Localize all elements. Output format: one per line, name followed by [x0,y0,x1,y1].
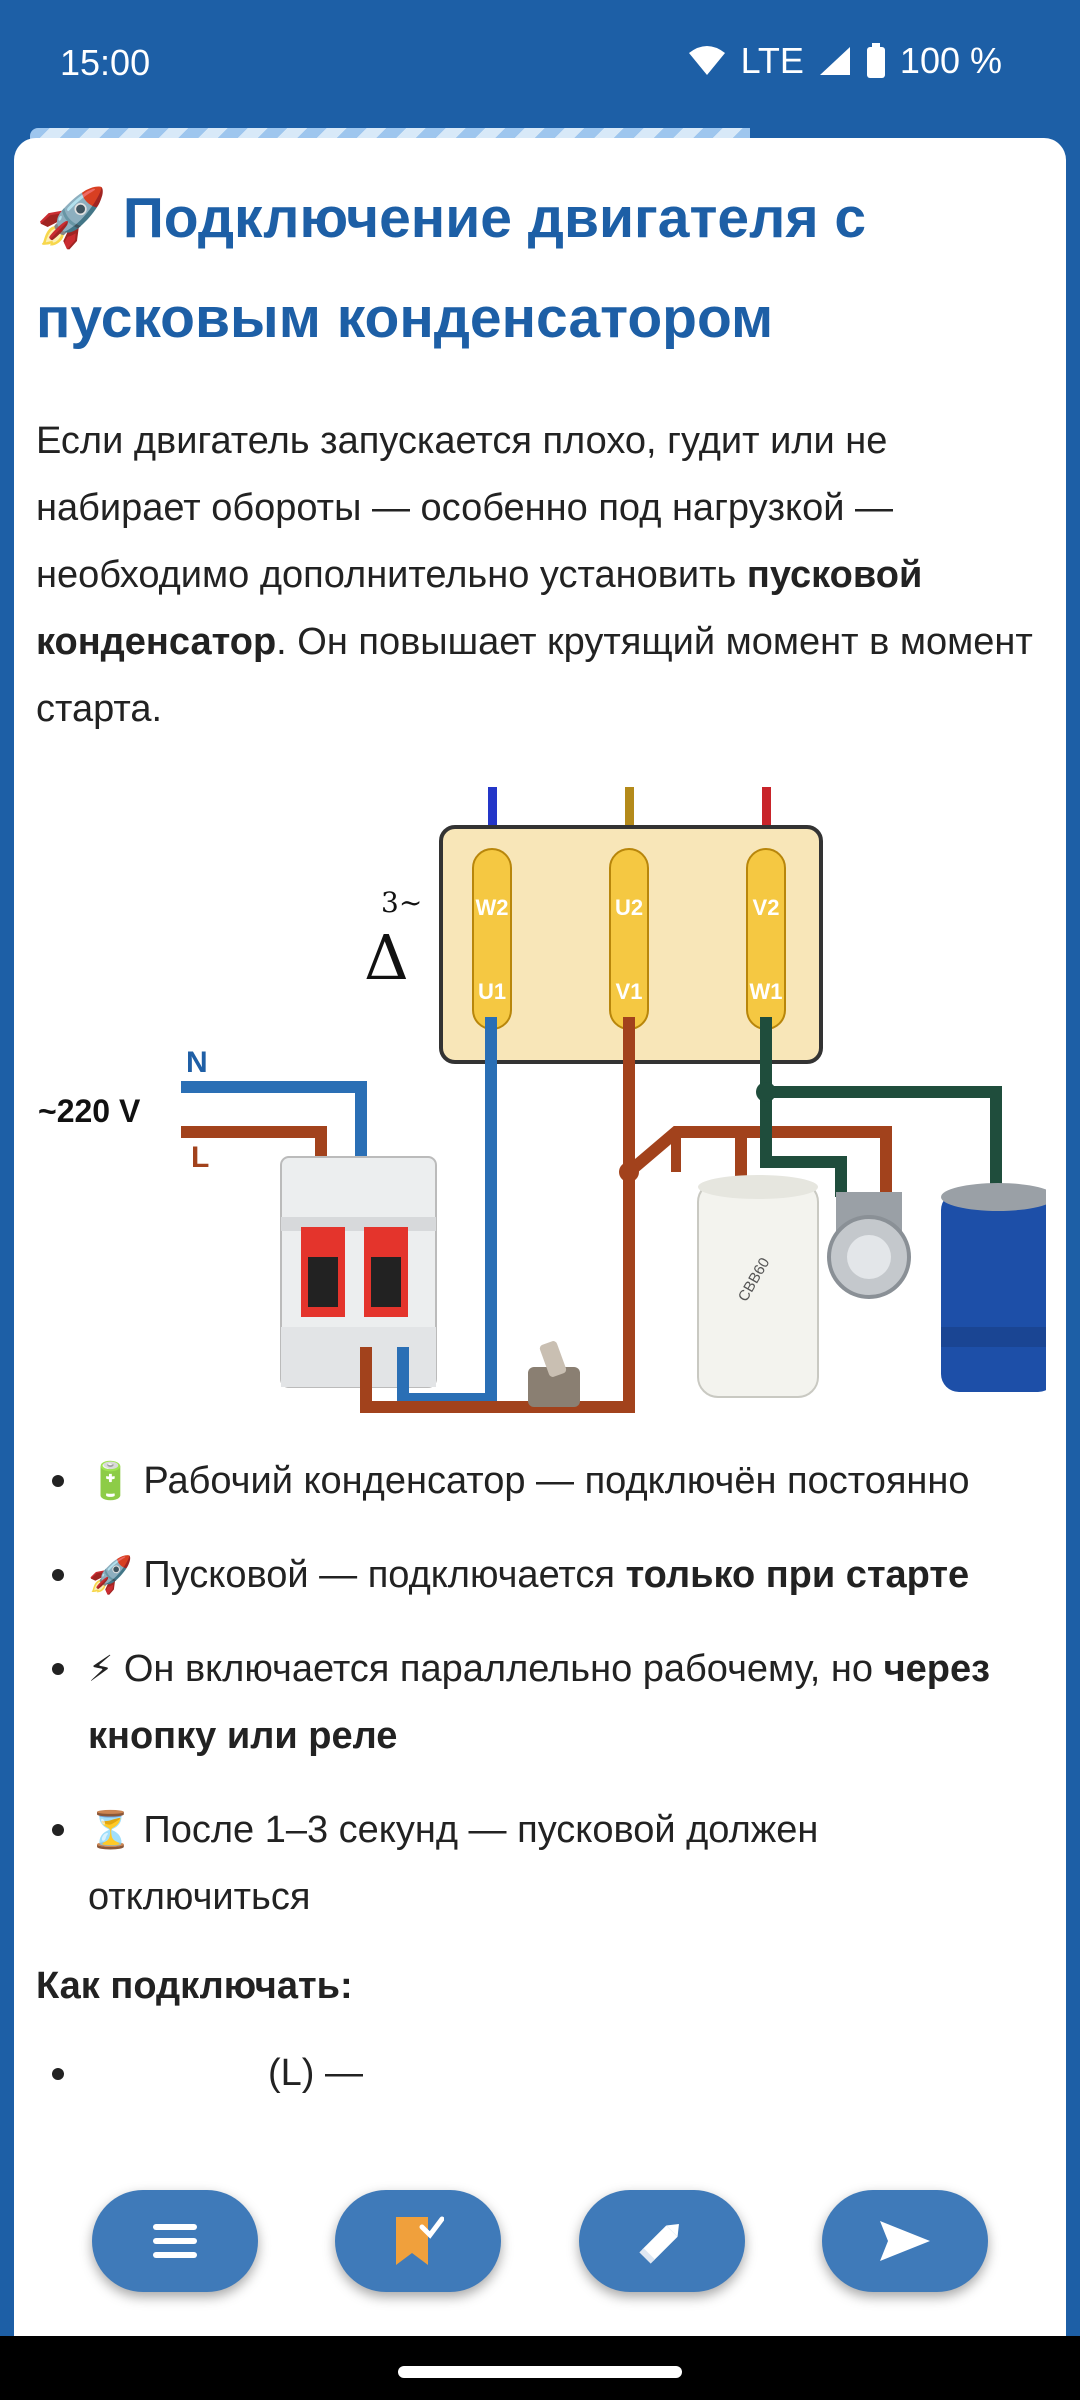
network-type: LTE [740,40,804,81]
voltage-label: ~220 V [38,1093,141,1129]
push-button [827,1192,911,1299]
terminal-label: W2 [476,895,509,920]
three-phase-symbol: 3~ [381,886,422,919]
partial-item-text: (L) — [268,2052,363,2094]
send-button[interactable] [822,2190,988,2292]
list-item: ⚡ Он включается параллельно рабочему, но… [36,1635,1046,1770]
edit-button[interactable] [579,2190,745,2292]
menu-icon [153,2224,197,2258]
howto-heading: Как подключать: [36,1965,353,2007]
lightning-emoji-icon: ⚡ [88,1648,114,1689]
rocket-emoji-icon: 🚀 [88,1554,133,1595]
start-capacitor [941,1183,1046,1392]
circuit-breaker [280,1156,437,1388]
status-time: 15:00 [60,42,151,83]
paragraph-text: Если двигатель запускается плохо, гудит … [36,420,894,596]
terminal-label: W1 [750,979,783,1004]
pencil-icon [639,2224,679,2264]
line-label: L [191,1141,209,1174]
paragraph-bold: пусковой конденсатор [36,554,923,663]
terminal-label: V2 [753,895,780,920]
status-icons: LTE 100 % [687,40,1002,82]
list-item-partial: (L) — [36,2040,1046,2107]
bookmark-icon [396,2216,444,2265]
bullet-list: 🔋 Рабочий конденсатор — подключён постоя… [36,1447,1046,1931]
delta-symbol: Δ [364,921,409,994]
article-title-text: Подключение двигателя с пусковым конденс… [36,186,867,350]
list-item-text: Пусковой — подключается [132,1554,626,1596]
hourglass-emoji-icon: ⏳ [88,1809,133,1850]
wiring-diagram-image: W2 U2 V2 U1 V1 W1 3~ Δ ~220 V N L [38,787,1046,1413]
list-item-bold: через кнопку или реле [88,1648,991,1757]
status-bar: 15:00 LTE 100 % [0,0,1080,130]
send-icon [880,2221,930,2261]
list-item: 🚀 Пусковой — подключается только при ста… [36,1541,1046,1609]
neutral-label: N [186,1046,208,1079]
intro-paragraph: Если двигатель запускается плохо, гудит … [36,408,1046,743]
battery-level: 100 % [899,40,1002,81]
battery-emoji-icon: 🔋 [88,1460,133,1501]
terminal-label: U2 [615,895,643,920]
terminal-label: V1 [616,979,643,1004]
list-item-bold: только при старте [625,1554,970,1596]
toggle-switch [528,1341,580,1407]
rocket-icon: 🚀 [36,186,107,250]
battery-icon [866,43,886,79]
list-item: ⏳ После 1–3 секунд — пусковой должен отк… [36,1796,1046,1931]
bookmark-button[interactable] [335,2190,501,2292]
list-item-text: После 1–3 секунд — пусковой должен отклю… [88,1809,819,1918]
menu-button[interactable] [92,2190,258,2292]
article-title: 🚀 Подключение двигателя с пусковым конде… [36,168,1046,368]
home-gesture-handle[interactable] [398,2366,682,2378]
article-card: 🚀 Подключение двигателя с пусковым конде… [14,138,1066,2400]
wifi-icon [687,45,727,77]
terminal-label: U1 [478,979,506,1004]
list-item-text: Рабочий конденсатор — подключён постоянн… [132,1460,970,1502]
run-capacitor: CBB60 [697,1175,819,1398]
paragraph-text-end: . Он повышает крутящий момент в момент с… [36,621,1033,730]
list-item: 🔋 Рабочий конденсатор — подключён постоя… [36,1447,1046,1515]
article-content: 🚀 Подключение двигателя с пусковым конде… [36,168,1046,2107]
list-item-text: Он включается параллельно рабочему, но [113,1648,884,1690]
signal-icon [818,45,852,77]
